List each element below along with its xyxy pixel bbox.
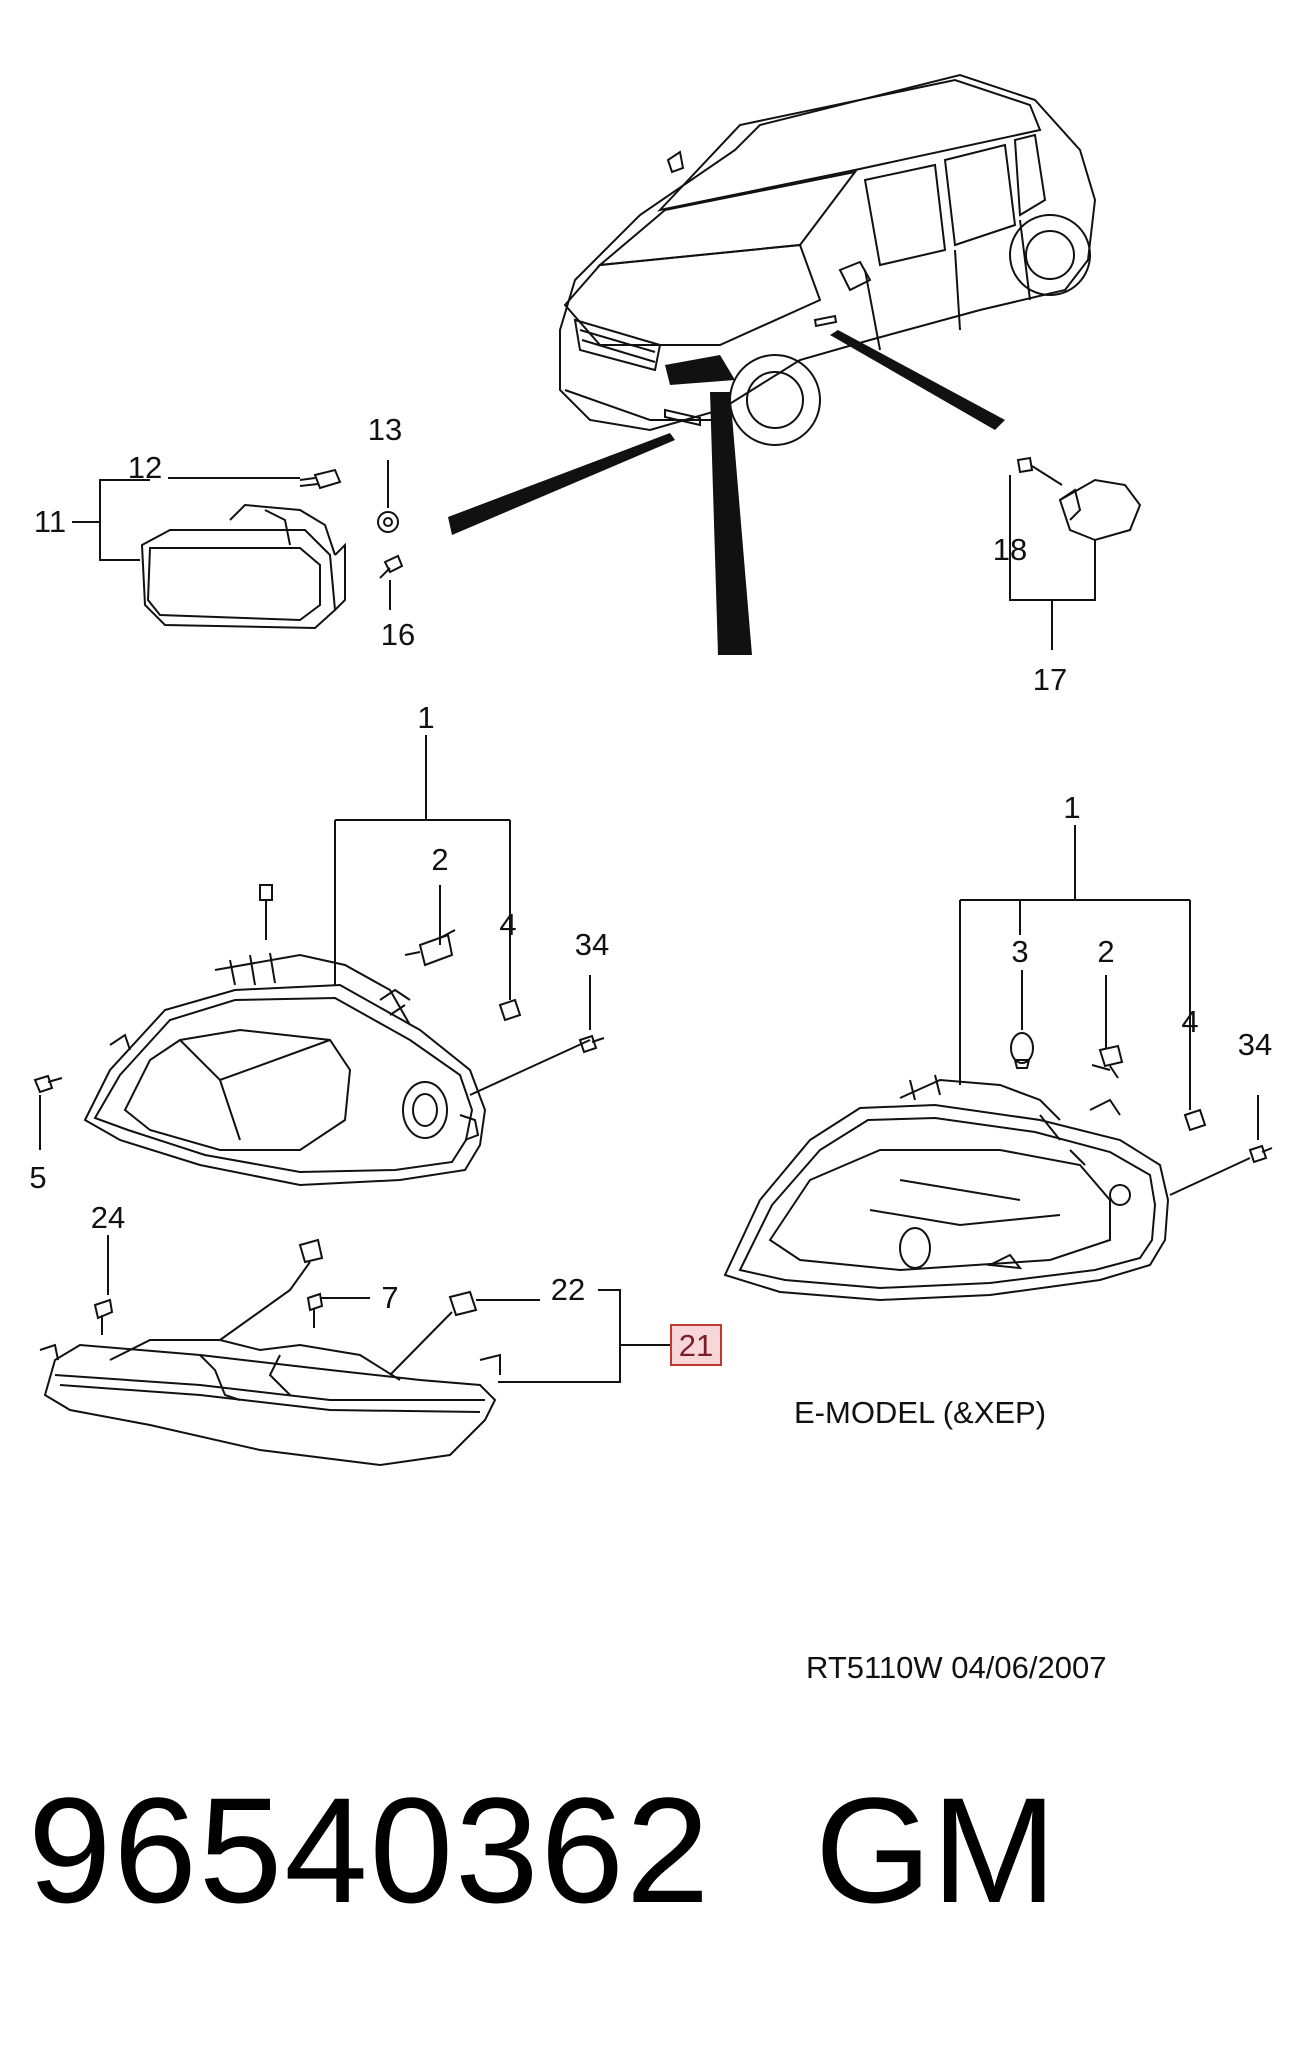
model-note: E-MODEL (&XEP) [794, 1395, 1046, 1430]
car-illustration [559, 73, 1097, 446]
callout-24: 24 [91, 1200, 125, 1235]
side-lamp-drawing [1009, 456, 1142, 650]
callout-2-left: 2 [431, 842, 448, 877]
right-headlamp-drawing [723, 1074, 1170, 1302]
turn-lamp-drawing [39, 1339, 501, 1467]
callout-2-right: 2 [1097, 934, 1114, 969]
callout-11: 11 [34, 504, 66, 539]
callout-22: 22 [551, 1272, 585, 1307]
callout-13: 13 [368, 412, 402, 447]
left-headlamp-drawing [83, 952, 487, 1187]
part-number: 96540362 [28, 1766, 712, 1934]
leader-wedge-sidelamp [830, 330, 1005, 430]
callout-17: 17 [1033, 662, 1067, 697]
leader-wedge-headlamp [710, 392, 752, 655]
brand-label: GM [815, 1766, 1057, 1934]
left-headlamp-hardware [33, 884, 605, 1150]
callout-21-highlight[interactable] [670, 1324, 722, 1366]
revision-stamp: RT5110W 04/06/2007 [806, 1650, 1106, 1685]
callout-3-right: 3 [1011, 934, 1028, 969]
callout-12: 12 [128, 450, 162, 485]
callout-7: 7 [381, 1280, 398, 1315]
callout-5: 5 [29, 1160, 46, 1195]
nut-13-drawing [377, 460, 399, 533]
bracket-1-left [334, 735, 591, 1096]
callout-34-left: 34 [575, 927, 609, 962]
callout-21[interactable]: 21 [679, 1328, 713, 1363]
callout-4-left: 4 [499, 907, 516, 942]
callout-16: 16 [381, 617, 415, 652]
bracket-11 [72, 479, 150, 561]
callout-34-right: 34 [1238, 1027, 1272, 1062]
car-headlight-highlight [665, 355, 735, 385]
right-headlamp-hardware [1010, 1030, 1273, 1196]
bulb-12-drawing [299, 468, 342, 490]
callout-1-right: 1 [1063, 790, 1080, 825]
fog-lamp-drawing [140, 503, 346, 630]
turn-lamp-hardware [93, 1235, 670, 1383]
callout-18: 18 [993, 532, 1027, 567]
leader-wedge-foglamp [448, 433, 675, 535]
callout-1-left: 1 [417, 700, 434, 735]
screw-16-drawing [379, 554, 404, 610]
callout-4-right: 4 [1181, 1004, 1198, 1039]
bracket-1-right [959, 825, 1191, 1110]
